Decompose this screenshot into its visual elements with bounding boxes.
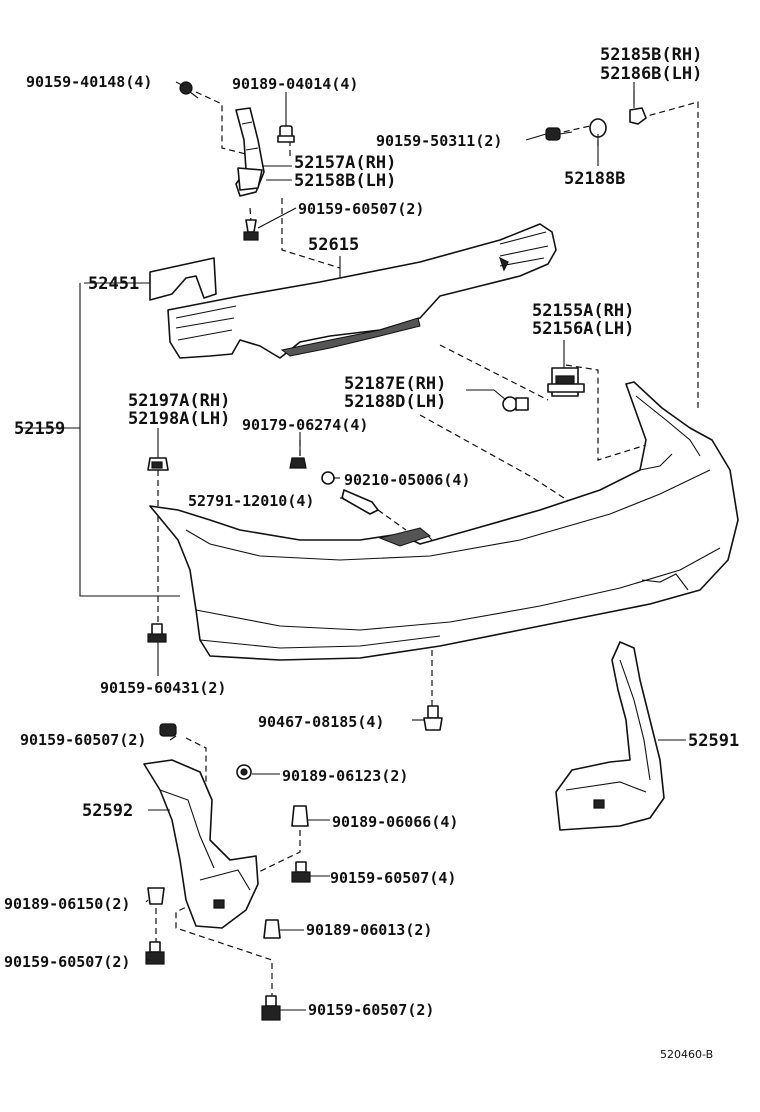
clip-52185b [629,90,647,125]
label-90189-06013: 90189-06013(2) [306,921,432,939]
bolt-52187e [502,396,529,412]
washer-90210-05006 [321,471,335,485]
label-52157a: 52157A(RH) [294,153,396,173]
clip-52197a [147,457,169,471]
label-52185b: 52185B(RH) [600,45,702,65]
label-90159-60431: 90159-60431(2) [100,679,226,697]
bolt-52791-12010 [341,489,379,515]
label-90189-06150: 90189-06150(2) [4,895,130,913]
screw-90159-40148 [179,81,199,99]
label-90159-40148: 90159-40148(4) [26,73,152,91]
label-90210-05006: 90210-05006(4) [344,471,470,489]
label-90189-06123: 90189-06123(2) [282,767,408,785]
label-52188d: 52188D(LH) [344,392,446,412]
label-90189-04014: 90189-04014(4) [232,75,358,93]
screw-90159-60507-4 [291,861,311,883]
label-52451: 52451 [88,274,139,294]
label-52791-12010: 52791-12010(4) [188,492,314,510]
screw-90159-60507-top [243,219,259,241]
nut-90189-06123 [236,764,252,780]
leader-lines [20,81,686,1011]
label-52187e: 52187E(RH) [344,374,446,394]
screw-90159-60507-bot [261,995,281,1021]
bumper-cover-52159 [149,381,739,661]
label-52592: 52592 [82,801,133,821]
label-90189-06066: 90189-06066(4) [332,813,458,831]
label-90467-08185: 90467-08185(4) [258,713,384,731]
clip-90189-06066 [291,805,309,827]
label-90159-60507-left: 90159-60507(2) [4,953,130,971]
label-52197a: 52197A(RH) [128,391,230,411]
label-52591: 52591 [688,731,739,751]
screw-90159-60431 [147,623,167,643]
energy-absorber-52615 [167,223,557,359]
screw-90159-60507-left [145,941,165,965]
label-90159-60507-bot: 90159-60507(2) [308,1001,434,1019]
clip-90189-06013 [263,919,281,939]
screw-90467-08185 [423,705,443,731]
label-52615: 52615 [308,235,359,255]
screw-90159-60507-mid [159,723,177,737]
label-90159-50311: 90159-50311(2) [376,132,502,150]
bracket-52592 [143,759,259,929]
bumper-side-bracket [235,107,265,197]
nut-90179-06274 [289,457,307,469]
label-90159-60507-4: 90159-60507(4) [330,869,456,887]
screw-90159-50311 [545,127,573,141]
retainer-52155a [547,367,585,397]
label-52159: 52159 [14,419,65,439]
clip-90189-06150 [147,887,165,905]
part-labels: 90159-40148(4) 90189-04014(4) 52185B(RH)… [4,45,739,1061]
label-52158b: 52158B(LH) [294,171,396,191]
label-90159-60507-mid: 90159-60507(2) [20,731,146,749]
label-52186b: 52186B(LH) [600,64,702,84]
pad-52451 [149,257,217,301]
label-52156a: 52156A(LH) [532,319,634,339]
label-90159-60507-top: 90159-60507(2) [298,200,424,218]
label-52198a: 52198A(LH) [128,409,230,429]
label-52155a: 52155A(RH) [532,301,634,321]
label-52188b: 52188B [564,169,625,189]
bracket-52591 [555,641,665,831]
clip-90189-04014 [277,125,295,143]
diagram-code: 520460-B [660,1048,713,1061]
label-90179-06274: 90179-06274(4) [242,416,368,434]
